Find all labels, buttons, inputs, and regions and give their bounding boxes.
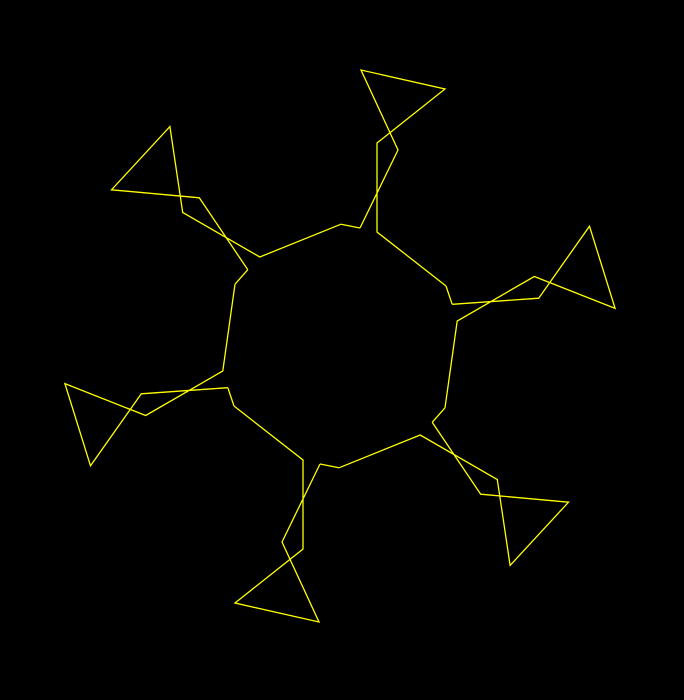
figure-arm-2 — [444, 224, 617, 408]
figure-arm-5 — [63, 284, 236, 468]
figure-arm-3 — [338, 421, 570, 567]
recursive-star-figure — [63, 69, 617, 623]
ring-segment-5 — [234, 269, 249, 285]
ring-segment-3 — [319, 463, 340, 469]
figure-arm-1 — [359, 69, 447, 287]
ring-segment-2 — [431, 407, 446, 423]
ring-segment-4 — [227, 387, 235, 407]
ring-segment-1 — [445, 285, 453, 305]
figure-arm-6 — [110, 125, 342, 271]
ring-segment-6 — [340, 223, 361, 229]
figure-arm-4 — [233, 405, 321, 623]
